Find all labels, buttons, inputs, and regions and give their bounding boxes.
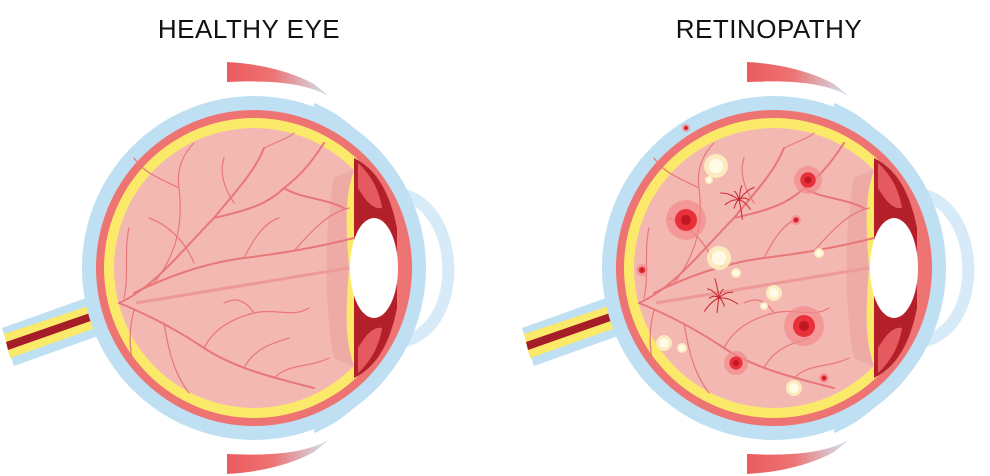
neovascularization	[718, 291, 733, 299]
ciliary-highlight	[358, 327, 382, 373]
neovascularization	[720, 192, 740, 201]
blood-vessel	[243, 217, 280, 259]
blood-vessel	[129, 309, 135, 369]
lower-muscle	[227, 440, 329, 474]
neovascularization	[733, 190, 740, 201]
blood-vessel	[813, 207, 870, 252]
neovascularization	[738, 199, 751, 210]
neovascularization	[718, 297, 739, 305]
neovascularization	[714, 278, 720, 299]
blood-vessel	[163, 322, 190, 394]
hemorrhage-core	[822, 376, 826, 380]
exudate-core	[679, 345, 685, 351]
healthy-eye-title: HEALTHY EYE	[157, 14, 341, 44]
neovascularization	[703, 297, 720, 312]
ciliary-highlight	[358, 163, 382, 209]
exudate-core	[761, 303, 767, 309]
blood-vessel	[123, 227, 130, 299]
ciliary-highlight	[878, 163, 902, 209]
exudate-core	[769, 288, 779, 298]
neovascularization	[724, 199, 740, 206]
lens	[350, 218, 398, 318]
retinopathy-eye	[522, 62, 975, 474]
hemorrhage-core	[681, 215, 691, 225]
retina-bump	[625, 262, 633, 270]
blood-vessel	[263, 132, 295, 149]
upper-muscle	[227, 62, 329, 96]
visual-axis	[135, 266, 350, 305]
lower-muscle	[747, 440, 849, 474]
hemorrhage-core	[733, 360, 739, 366]
exudate-core	[789, 383, 799, 393]
exudate-core	[711, 250, 727, 266]
hemorrhage-core	[799, 321, 809, 331]
blood-vessel	[153, 142, 195, 284]
neovascularization	[707, 288, 720, 299]
blood-vessel	[649, 309, 655, 369]
healthy-eye	[2, 62, 455, 474]
blood-vessel	[148, 217, 195, 264]
blood-vessel	[223, 299, 255, 314]
hemorrhage-core	[794, 218, 798, 222]
neovascularization	[738, 185, 743, 201]
blood-vessel	[653, 157, 700, 189]
neovascularization	[738, 186, 755, 201]
exudate-core	[706, 177, 712, 183]
exudate-core	[659, 338, 669, 348]
lens	[870, 218, 918, 318]
blood-vessel	[643, 227, 650, 299]
hemorrhage-core	[685, 127, 687, 129]
blood-vessel	[133, 157, 180, 189]
cornea	[913, 187, 975, 349]
visual-axis	[655, 266, 870, 305]
ciliary-highlight	[878, 327, 902, 373]
blood-vessel	[683, 322, 710, 394]
blood-vessel	[743, 299, 775, 314]
exudate-core	[733, 270, 739, 276]
cornea	[393, 187, 455, 349]
blood-vessel	[221, 157, 235, 204]
blood-vessel	[673, 142, 715, 284]
retinopathy-title: RETINOPATHY	[675, 14, 863, 44]
blood-vessel	[741, 157, 755, 204]
blood-vessel	[293, 207, 350, 252]
blood-vessel	[273, 357, 330, 379]
blood-vessel	[793, 357, 850, 379]
neovascularization	[716, 297, 720, 313]
neovascularization	[718, 288, 724, 299]
neovascularization	[738, 199, 743, 220]
exudate-core	[816, 250, 822, 256]
exudate-core	[708, 158, 724, 174]
blood-vessel	[243, 337, 290, 369]
blood-vessel	[283, 187, 345, 209]
blood-vessel	[783, 132, 815, 149]
upper-muscle	[747, 62, 849, 96]
hemorrhage-core	[640, 268, 644, 272]
hemorrhage-core	[804, 176, 812, 184]
vitreous-body	[114, 127, 354, 409]
retina-bump	[105, 262, 113, 270]
